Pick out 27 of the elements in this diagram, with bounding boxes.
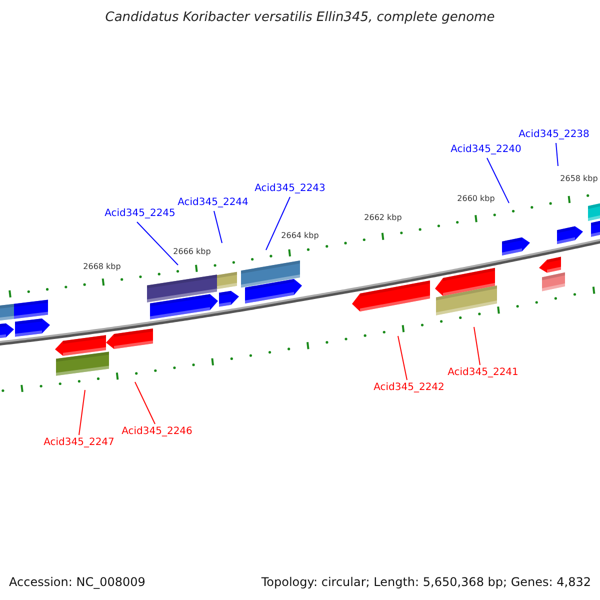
leader-line — [266, 196, 290, 250]
footer-text: Accession: NC_008009 — [9, 575, 146, 589]
leader-line — [556, 142, 558, 166]
gene-label: Acid345_2242 — [374, 381, 444, 395]
scale-label: 2666 kbp — [173, 246, 211, 258]
scale-label: 2658 kbp — [560, 173, 598, 185]
scale-label: 2660 kbp — [457, 193, 495, 205]
scale-label: 2668 kbp — [83, 261, 121, 273]
gene-label: Acid345_2240 — [450, 143, 522, 157]
gene-label: Acid345_2247 — [44, 436, 114, 450]
footer-text: Topology: circular; Length: 5,650,368 bp; Genes: 4,832 — [261, 575, 591, 589]
gene-label: Acid345_2245 — [104, 207, 176, 221]
leader-line — [136, 222, 178, 266]
leader-line — [134, 382, 156, 424]
scale-label: 2662 kbp — [364, 212, 402, 224]
leader-line — [78, 390, 86, 436]
gene-label: Acid345_2244 — [178, 196, 248, 210]
gene-label: Acid345_2241 — [448, 366, 518, 380]
gene-label: Acid345_2238 — [518, 128, 590, 142]
scale-label: 2664 kbp — [281, 230, 319, 242]
leader-line — [474, 326, 480, 366]
diagram-title: Candidatus Koribacter versatilis Ellin345, complete genome — [105, 10, 495, 25]
leader-line — [486, 158, 510, 204]
gene-label: Acid345_2243 — [254, 182, 326, 196]
gene-label: Acid345_2246 — [122, 425, 192, 439]
leader-line — [398, 336, 408, 380]
leader-line — [214, 210, 222, 244]
